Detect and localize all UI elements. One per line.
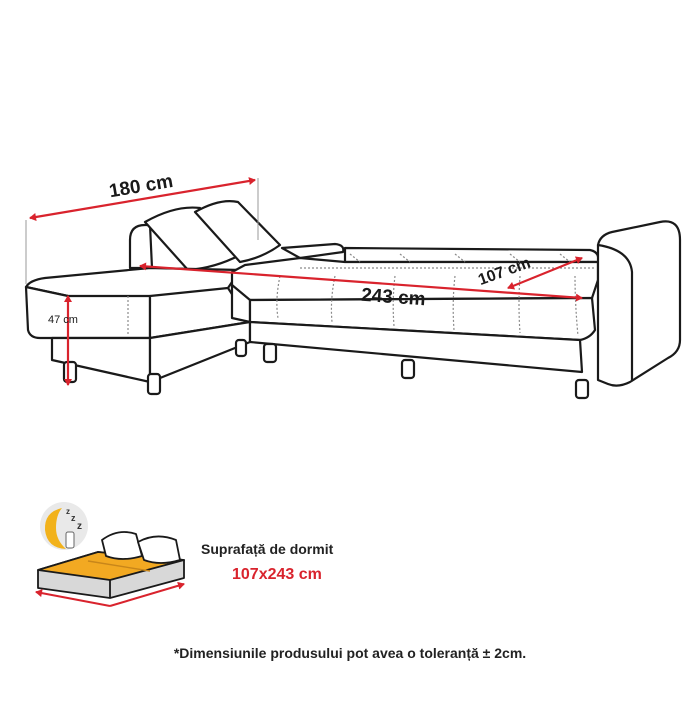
right-armrest xyxy=(596,220,682,387)
dim-line-seat-depth xyxy=(507,256,583,290)
label-seat-height: 47 cm xyxy=(48,314,78,326)
extension-guides xyxy=(25,178,259,284)
dimension-lines xyxy=(29,177,583,386)
moon-sleep-icon: z z z xyxy=(40,502,88,550)
main-base xyxy=(248,320,584,374)
sleeping-area-value: 107x243 cm xyxy=(232,566,322,583)
dim-line-chaise-length xyxy=(29,177,256,221)
leg-4 xyxy=(262,342,278,364)
sleeping-area-title: Suprafață de dormit xyxy=(201,541,334,557)
label-chaise-length: 180 cm xyxy=(108,171,175,202)
svg-text:z: z xyxy=(77,521,82,532)
sofa-drawing xyxy=(24,200,682,400)
leg-2 xyxy=(146,372,162,396)
bed-mattress-icon xyxy=(35,531,185,607)
label-sofa-length: 243 cm xyxy=(361,285,427,310)
main-back-cushion xyxy=(280,242,345,260)
tolerance-disclaimer: *Dimensiunile produsului pot avea o tole… xyxy=(173,645,527,661)
leg-5 xyxy=(400,358,416,380)
leg-3 xyxy=(234,338,248,358)
leg-1 xyxy=(62,360,78,384)
right-armrest-inner xyxy=(596,243,634,382)
chaise-backrest xyxy=(128,223,154,270)
leg-6 xyxy=(574,378,590,400)
svg-text:z: z xyxy=(66,507,70,516)
svg-text:z: z xyxy=(71,513,76,523)
dim-line-sofa-length xyxy=(139,262,583,302)
